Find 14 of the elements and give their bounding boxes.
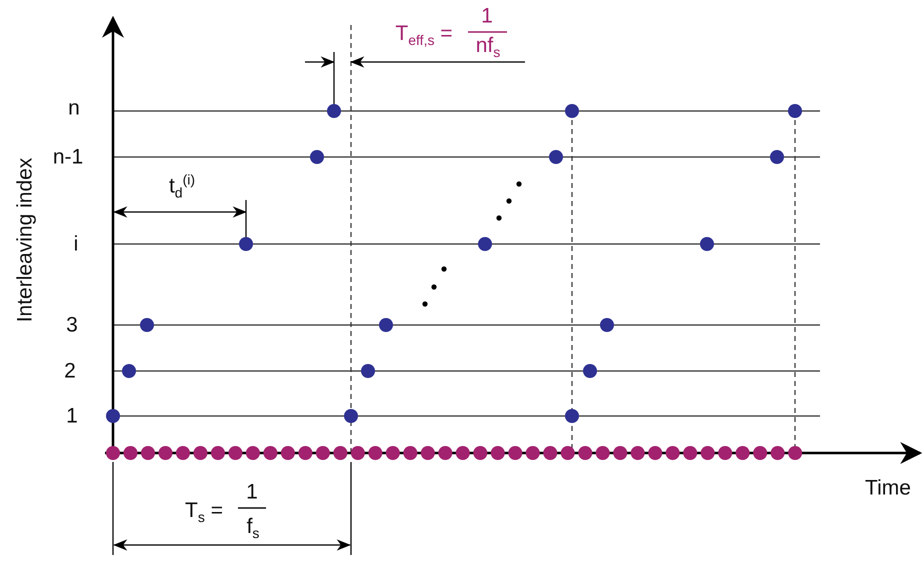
fraction-denominator: f$_{s}$: [246, 516, 260, 540]
row-label: n-1: [52, 146, 84, 168]
fraction-denominator: nf$_{s}$: [476, 34, 500, 60]
fraction-numerator: 1: [246, 482, 258, 502]
axis-title: Time: [865, 478, 911, 498]
formula-text: T$_{s}$ =: [185, 500, 223, 524]
fraction-numerator: 1: [481, 6, 493, 26]
formula-text: T$_{eff,s}$ =: [395, 22, 453, 48]
row-label: 3: [66, 314, 78, 336]
row-label: 2: [64, 360, 76, 382]
row-label: n: [68, 98, 80, 118]
axis-title: Interleaving index: [14, 158, 36, 322]
row-label: 1: [66, 406, 78, 426]
row-label: i: [74, 234, 78, 254]
